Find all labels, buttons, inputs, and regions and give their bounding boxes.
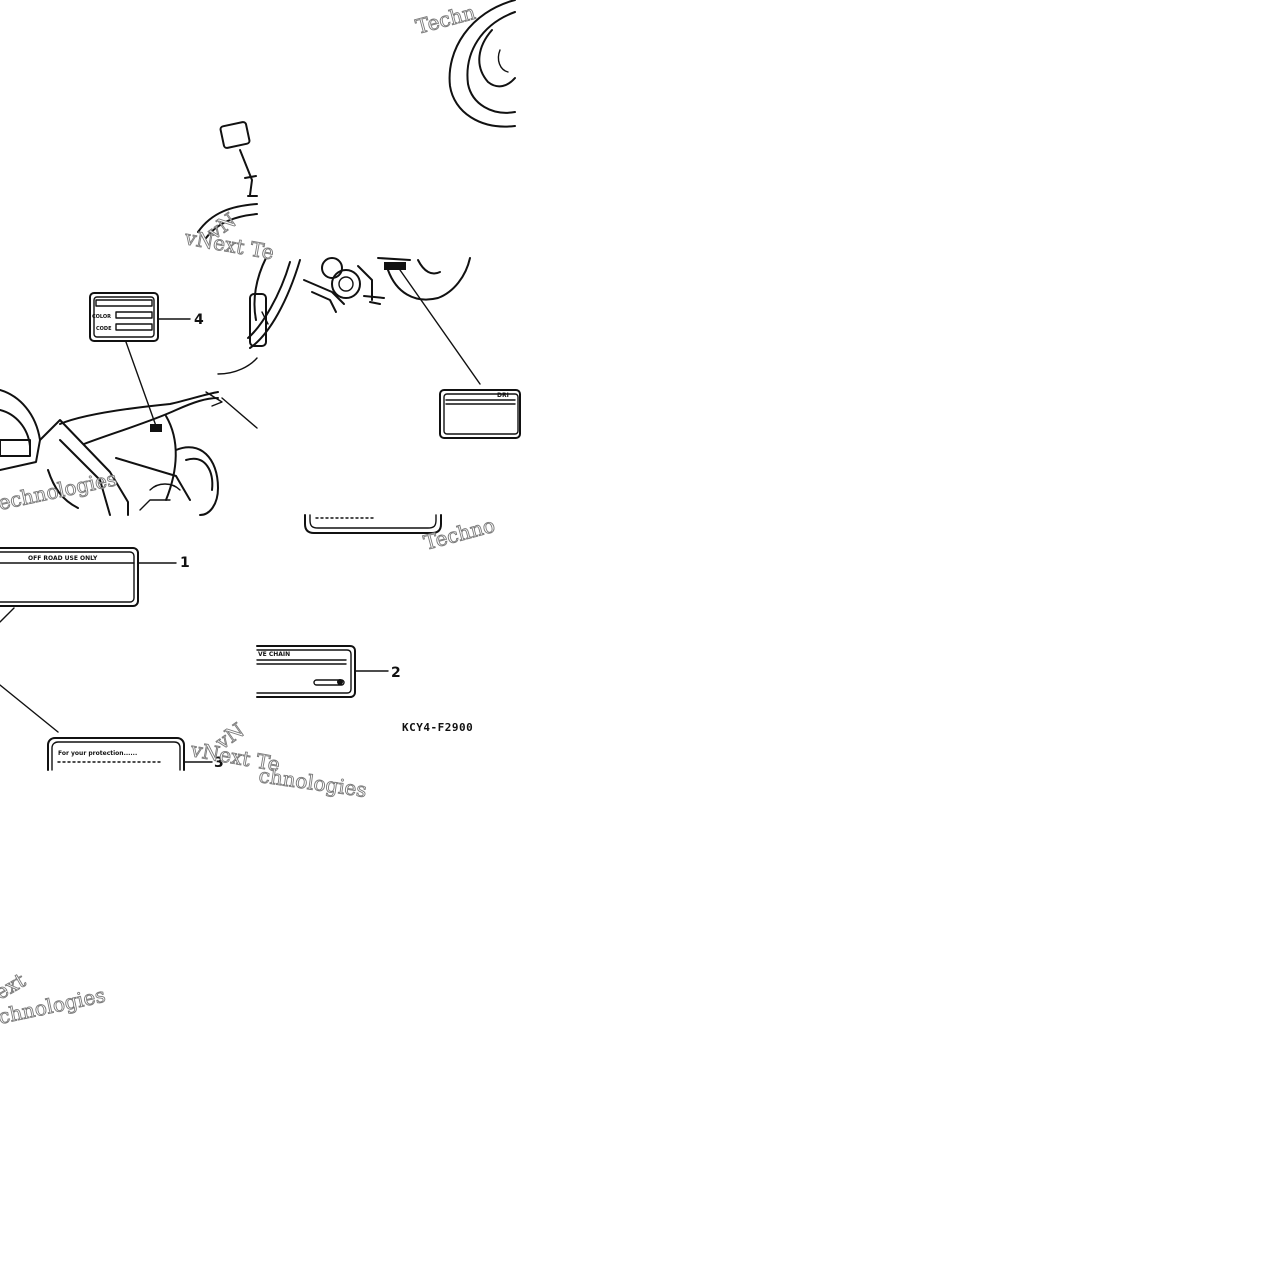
drive-chain-label-left: DRI	[497, 392, 509, 399]
off-road-label-text: OFF ROAD USE ONLY	[28, 555, 98, 562]
watermark-text: Techn	[413, 0, 478, 39]
protection-label-text: For your protection......	[58, 750, 137, 757]
rear-wheel-tile	[448, 0, 516, 128]
part-code: KCY4-F2900	[402, 721, 473, 734]
callout-3: 3	[214, 755, 224, 771]
protection-label-group: For your protection...... 3	[0, 684, 224, 771]
seat-tank-tile: COLOR CODE 4	[0, 292, 258, 516]
watermark-layer: Techn vNext Te vN echnologies Techno vNe…	[0, 0, 498, 1029]
engine-drivechain-tile: DRI	[247, 257, 521, 439]
color-field-label: COLOR	[92, 314, 111, 320]
drive-chain-label-right: VE CHAIN	[258, 651, 290, 658]
code-field-label: CODE	[96, 326, 112, 332]
off-road-label-group: OFF ROAD USE ONLY 1	[0, 547, 190, 623]
motorcycle-front-tile	[197, 121, 258, 239]
drive-chain-label-group: VE CHAIN 2 KCY4-F2900	[256, 645, 473, 734]
callout-4: 4	[194, 312, 204, 328]
callout-2: 2	[391, 665, 401, 681]
callout-1: 1	[180, 555, 190, 571]
watermark-text: echnologies	[0, 466, 119, 515]
watermark-text: Techno	[421, 513, 497, 555]
watermark-text: chnologies	[257, 763, 368, 802]
label-fragment-tile	[304, 514, 442, 534]
